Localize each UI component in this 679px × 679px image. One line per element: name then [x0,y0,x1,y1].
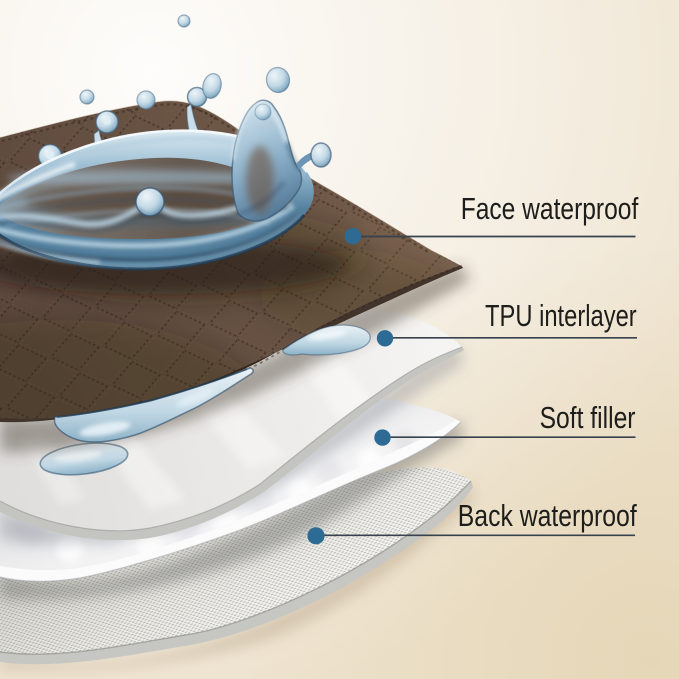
svg-text:Face waterproof: Face waterproof [461,191,639,226]
svg-text:Back waterproof: Back waterproof [458,498,637,533]
svg-text:TPU interlayer: TPU interlayer [485,298,637,333]
svg-text:Soft filler: Soft filler [540,400,636,435]
